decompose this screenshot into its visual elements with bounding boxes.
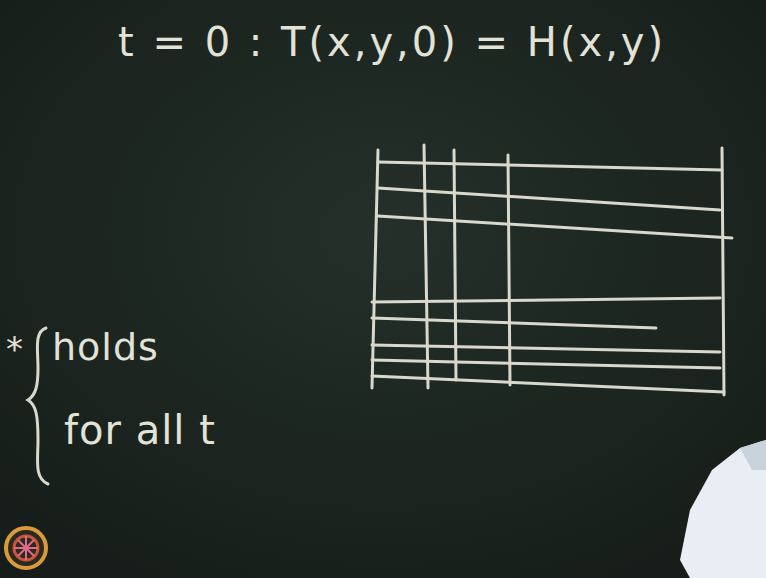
lecturer-arm-shade xyxy=(740,440,766,470)
grid-drawing xyxy=(372,145,732,395)
equation-text: t = 0 : T(x,y,0) = H(x,y) xyxy=(118,22,666,62)
lecturer-arm xyxy=(680,440,766,578)
note-text: for all t xyxy=(64,410,216,450)
curly-brace xyxy=(28,328,48,484)
star-mark: * xyxy=(6,332,23,366)
logo-emblem xyxy=(6,528,46,568)
note-text: holds xyxy=(52,328,159,366)
